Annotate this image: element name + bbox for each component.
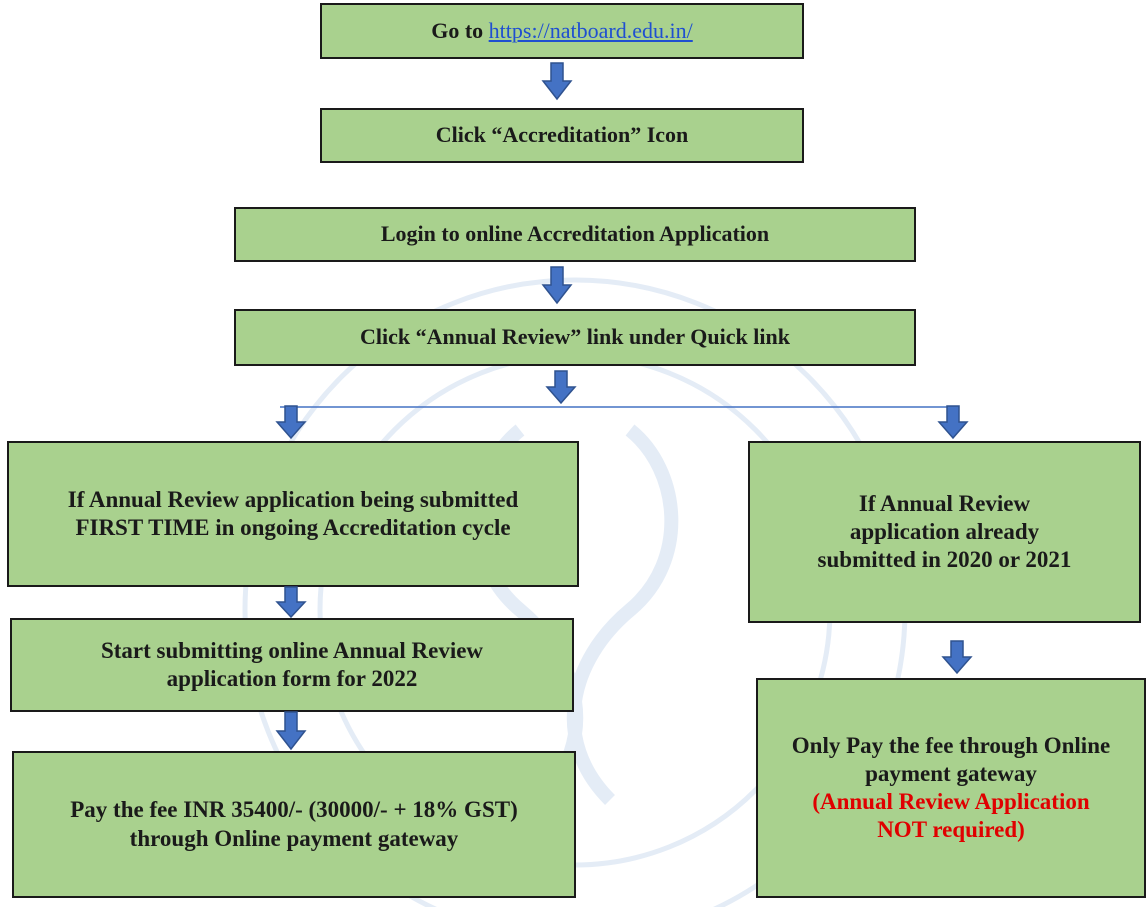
branch-first-time-label: If Annual Review application being submi… bbox=[67, 486, 519, 540]
down-arrow-icon bbox=[275, 586, 307, 618]
step-annual-review-link-label: Click “Annual Review” link under Quick l… bbox=[360, 324, 790, 350]
down-arrow-icon bbox=[937, 405, 969, 440]
branch-connector bbox=[280, 406, 950, 408]
step-click-accreditation-label: Click “Accreditation” Icon bbox=[435, 122, 689, 148]
step-goto-website: Go to https://natboard.edu.in/ bbox=[320, 3, 804, 59]
natboard-link[interactable]: https://natboard.edu.in/ bbox=[488, 17, 693, 43]
step-pay-fee: Pay the fee INR 35400/- (30000/- + 18% G… bbox=[12, 751, 576, 898]
goto-text: Go to https://natboard.edu.in/ bbox=[431, 18, 693, 45]
down-arrow-icon bbox=[275, 405, 307, 440]
step-login-label: Login to online Accreditation Applicatio… bbox=[380, 221, 770, 247]
down-arrow-icon bbox=[275, 711, 307, 751]
step-click-accreditation: Click “Accreditation” Icon bbox=[320, 108, 804, 163]
goto-prefix: Go to bbox=[431, 17, 484, 43]
step-start-submitting: Start submitting online Annual Review ap… bbox=[10, 618, 574, 712]
down-arrow-icon bbox=[941, 640, 973, 675]
step-pay-fee-label: Pay the fee INR 35400/- (30000/- + 18% G… bbox=[70, 797, 518, 851]
branch-already-submitted-label: If Annual Review application already sub… bbox=[817, 490, 1072, 573]
step-only-pay-note: (Annual Review Application NOT required) bbox=[812, 789, 1090, 843]
branch-first-time: If Annual Review application being submi… bbox=[7, 441, 579, 587]
step-login: Login to online Accreditation Applicatio… bbox=[234, 207, 916, 262]
step-annual-review-link: Click “Annual Review” link under Quick l… bbox=[234, 309, 916, 366]
down-arrow-icon bbox=[541, 266, 573, 305]
down-arrow-icon bbox=[545, 370, 577, 405]
step-only-pay-label: Only Pay the fee through Online payment … bbox=[791, 732, 1111, 786]
down-arrow-icon bbox=[541, 62, 573, 101]
step-start-submitting-label: Start submitting online Annual Review ap… bbox=[100, 637, 484, 691]
step-only-pay: Only Pay the fee through Online payment … bbox=[756, 678, 1146, 898]
branch-already-submitted: If Annual Review application already sub… bbox=[748, 441, 1141, 623]
